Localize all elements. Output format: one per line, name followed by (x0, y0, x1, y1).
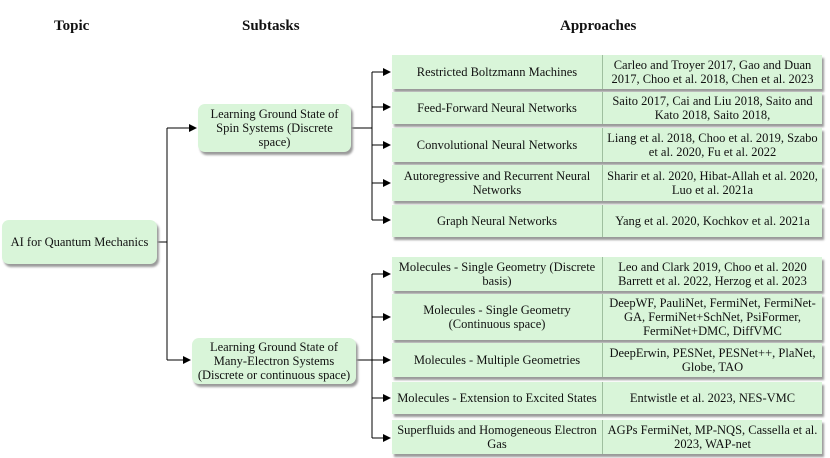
subtask-many-electron: Learning Ground State of Many-Electron S… (192, 338, 356, 384)
approach-refs: Liang et al. 2018, Choo et al. 2019, Sza… (602, 128, 822, 162)
approach-name: Graph Neural Networks (436, 214, 558, 228)
header-subtasks: Subtasks (242, 18, 300, 34)
approach-row: Molecules - Multiple Geometries DeepErwi… (392, 343, 822, 377)
approach-refs: Carleo and Troyer 2017, Gao and Duan 201… (602, 55, 822, 89)
subtask-spin-systems: Learning Ground State of Spin Systems (D… (198, 104, 351, 152)
approach-row: Feed-Forward Neural Networks Saito 2017,… (392, 92, 822, 124)
approach-refs: DeepErwin, PESNet, PESNet++, PlaNet, Glo… (602, 343, 822, 377)
approach-name: Molecules - Extension to Excited States (397, 391, 597, 405)
approach-name: Molecules - Single Geometry (Continuous … (423, 303, 571, 331)
approach-name: Superfluids and Homogeneous Electron Gas (397, 423, 597, 451)
approach-refs: Saito 2017, Cai and Liu 2018, Saito and … (602, 92, 822, 124)
approach-row: Molecules - Single Geometry (Continuous … (392, 294, 822, 340)
approach-row: Molecules - Single Geometry (Discrete ba… (392, 257, 822, 291)
approach-name: Molecules - Single Geometry (Discrete ba… (398, 260, 596, 288)
approach-name: Convolutional Neural Networks (416, 138, 578, 152)
approach-refs: Entwistle et al. 2023, NES-VMC (602, 382, 822, 414)
approach-row: Restricted Boltzmann Machines Carleo and… (392, 55, 822, 89)
approach-refs: Yang et al. 2020, Kochkov et al. 2021a (602, 205, 822, 237)
approach-refs: DeepWF, PauliNet, FermiNet, FermiNet-GA,… (602, 294, 822, 340)
root-node: AI for Quantum Mechanics (2, 220, 157, 264)
approach-row: Autoregressive and Recurrent Neural Netw… (392, 165, 822, 201)
header-topic: Topic (54, 18, 90, 34)
approach-refs: AGPs FermiNet, MP-NQS, Cassella et al. 2… (602, 420, 822, 454)
approach-name: Molecules - Multiple Geometries (413, 353, 581, 367)
approach-row: Convolutional Neural Networks Liang et a… (392, 128, 822, 162)
approach-refs: Leo and Clark 2019, Choo et al. 2020 Bar… (602, 257, 822, 291)
approach-row: Graph Neural Networks Yang et al. 2020, … (392, 205, 822, 237)
approach-refs: Sharir et al. 2020, Hibat-Allah et al. 2… (602, 165, 822, 201)
approach-name: Feed-Forward Neural Networks (417, 101, 577, 115)
approach-name: Autoregressive and Recurrent Neural Netw… (403, 169, 591, 197)
approach-row: Molecules - Extension to Excited States … (392, 382, 822, 414)
header-approaches: Approaches (560, 18, 637, 34)
approach-row: Superfluids and Homogeneous Electron Gas… (392, 420, 822, 454)
approach-name: Restricted Boltzmann Machines (416, 65, 578, 79)
